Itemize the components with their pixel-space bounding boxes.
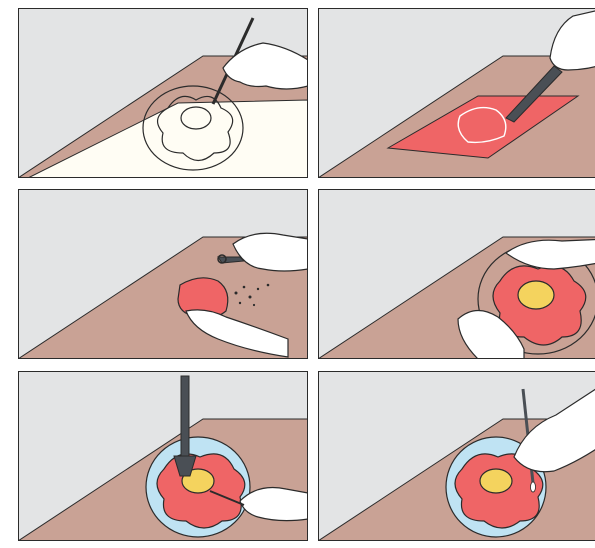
panel-step-1 (18, 8, 308, 178)
shaping-glass-illustration (18, 189, 308, 359)
drawing-pattern-illustration (18, 8, 308, 178)
panel-step-6 (318, 371, 595, 541)
panel-step-4 (318, 189, 595, 359)
flower-panel-icon (146, 437, 250, 537)
panel-step-5 (18, 371, 308, 541)
finishing-illustration (318, 371, 595, 541)
panel-step-2 (318, 8, 595, 178)
placing-pieces-illustration (318, 189, 595, 359)
soldering-illustration (18, 371, 308, 541)
panel-step-3 (18, 189, 308, 359)
cutting-glass-illustration (318, 8, 595, 178)
